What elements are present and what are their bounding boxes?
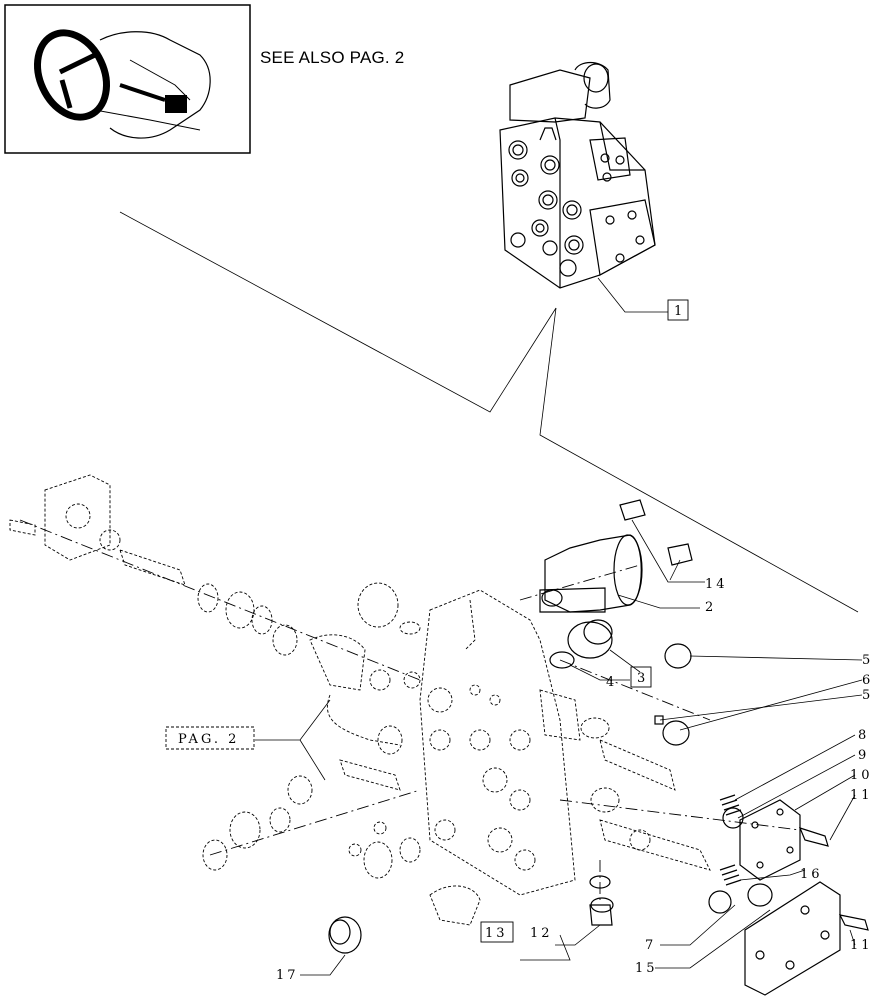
- callout-11a: 11: [850, 788, 873, 803]
- callout-4: 4: [606, 675, 617, 690]
- callout-pag2: PAG. 2: [178, 732, 239, 747]
- callout-16: 16: [800, 867, 823, 882]
- callout-5b: 5: [862, 688, 873, 703]
- callout-9: 9: [858, 748, 869, 763]
- exploded-hidden-parts: [9, 474, 711, 926]
- callout-leaders: [255, 519, 863, 976]
- callout-11b: 11: [850, 938, 873, 953]
- callout-6: 6: [862, 673, 873, 688]
- caps-5-6: [654, 643, 692, 746]
- valve-assembly-top: [499, 61, 656, 289]
- plug-3: [549, 619, 613, 669]
- cover-plate-10: [739, 799, 829, 881]
- callout-5a: 5: [862, 653, 873, 668]
- callout-13-box: [480, 921, 514, 943]
- plug-17: [328, 916, 362, 954]
- callout-14: 14: [705, 577, 728, 592]
- callout-8: 8: [858, 728, 869, 743]
- callout-17: 17: [276, 968, 299, 983]
- callout-15: 15: [635, 961, 658, 976]
- assembly-axis-lines: [19, 519, 801, 900]
- plug-12: [589, 875, 614, 926]
- callout-3: 3: [637, 671, 648, 686]
- callout-2: 2: [705, 600, 716, 615]
- callout-12: 12: [530, 926, 553, 941]
- steering-wheel-icon: [34, 29, 211, 139]
- see-also-note: SEE ALSO PAG. 2: [260, 48, 405, 67]
- callout-13: 13: [485, 926, 508, 941]
- callout-labels: 14 2 4 3 5 6 5 8 9 10 11 16 7 15 11 13 1…: [165, 577, 873, 983]
- callout-7: 7: [645, 938, 656, 953]
- locator-inset: [4, 4, 251, 154]
- svg-text:1: 1: [674, 304, 685, 319]
- assembly-leader-lines: [119, 211, 859, 613]
- solenoid-actuator: [539, 499, 693, 613]
- cover-plate-15: [744, 881, 869, 996]
- callout-10: 10: [850, 768, 873, 783]
- callout-1: 1: [667, 299, 689, 321]
- callout-3-box: [630, 666, 652, 688]
